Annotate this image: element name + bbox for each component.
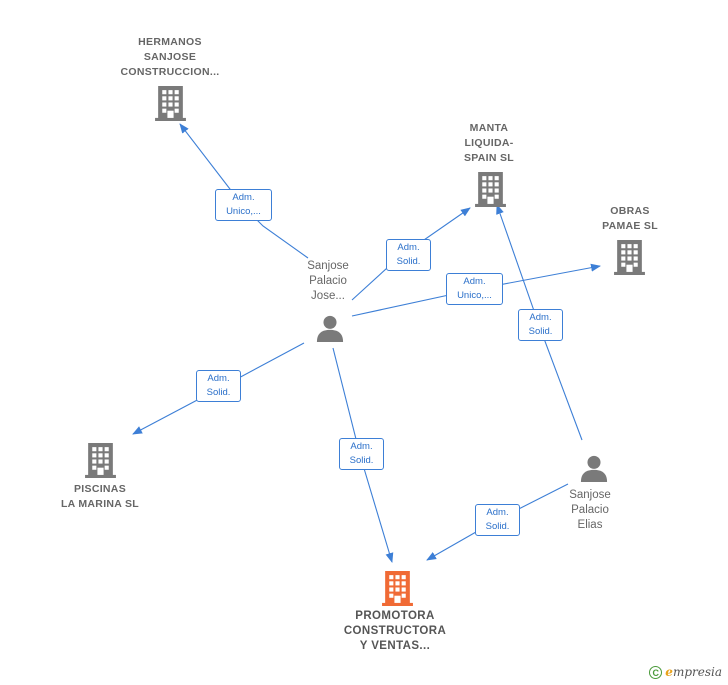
building-icon[interactable] <box>85 443 116 478</box>
node-label-elias[interactable]: Sanjose Palacio Elias <box>569 489 611 531</box>
building-icon[interactable] <box>475 172 506 207</box>
building-icon[interactable] <box>382 571 413 606</box>
edge-label-jose-manta: Adm. Solid. <box>386 239 431 271</box>
edge-label-jose-obras: Adm. Unico,... <box>446 273 503 305</box>
node-label-hermanos[interactable]: HERMANOS SANJOSE CONSTRUCCION... <box>120 36 220 78</box>
brand-logo[interactable]: empresia <box>665 665 722 679</box>
footer-credit: C empresia <box>649 665 722 679</box>
edge-label-jose-piscinas: Adm. Solid. <box>196 370 241 402</box>
building-icon[interactable] <box>614 240 645 275</box>
node-label-manta[interactable]: MANTA LIQUIDA- SPAIN SL <box>463 122 515 164</box>
person-icon[interactable] <box>316 315 344 342</box>
node-label-piscinas[interactable]: PISCINAS LA MARINA SL <box>60 483 140 510</box>
copyright-icon: C <box>649 665 663 679</box>
edge-label-jose-hermanos: Adm. Unico,... <box>215 189 272 221</box>
node-label-promotora[interactable]: PROMOTORA CONSTRUCTORA Y VENTAS... <box>343 610 447 652</box>
edge-label-elias-promotora: Adm. Solid. <box>475 504 520 536</box>
edge-label-elias-manta: Adm. Solid. <box>518 309 563 341</box>
building-icon[interactable] <box>155 86 186 121</box>
node-label-jose[interactable]: Sanjose Palacio Jose... <box>307 260 349 302</box>
person-icon[interactable] <box>580 455 608 482</box>
node-label-obras[interactable]: OBRAS PAMAE SL <box>602 205 658 232</box>
edge-label-jose-promotora: Adm. Solid. <box>339 438 384 470</box>
